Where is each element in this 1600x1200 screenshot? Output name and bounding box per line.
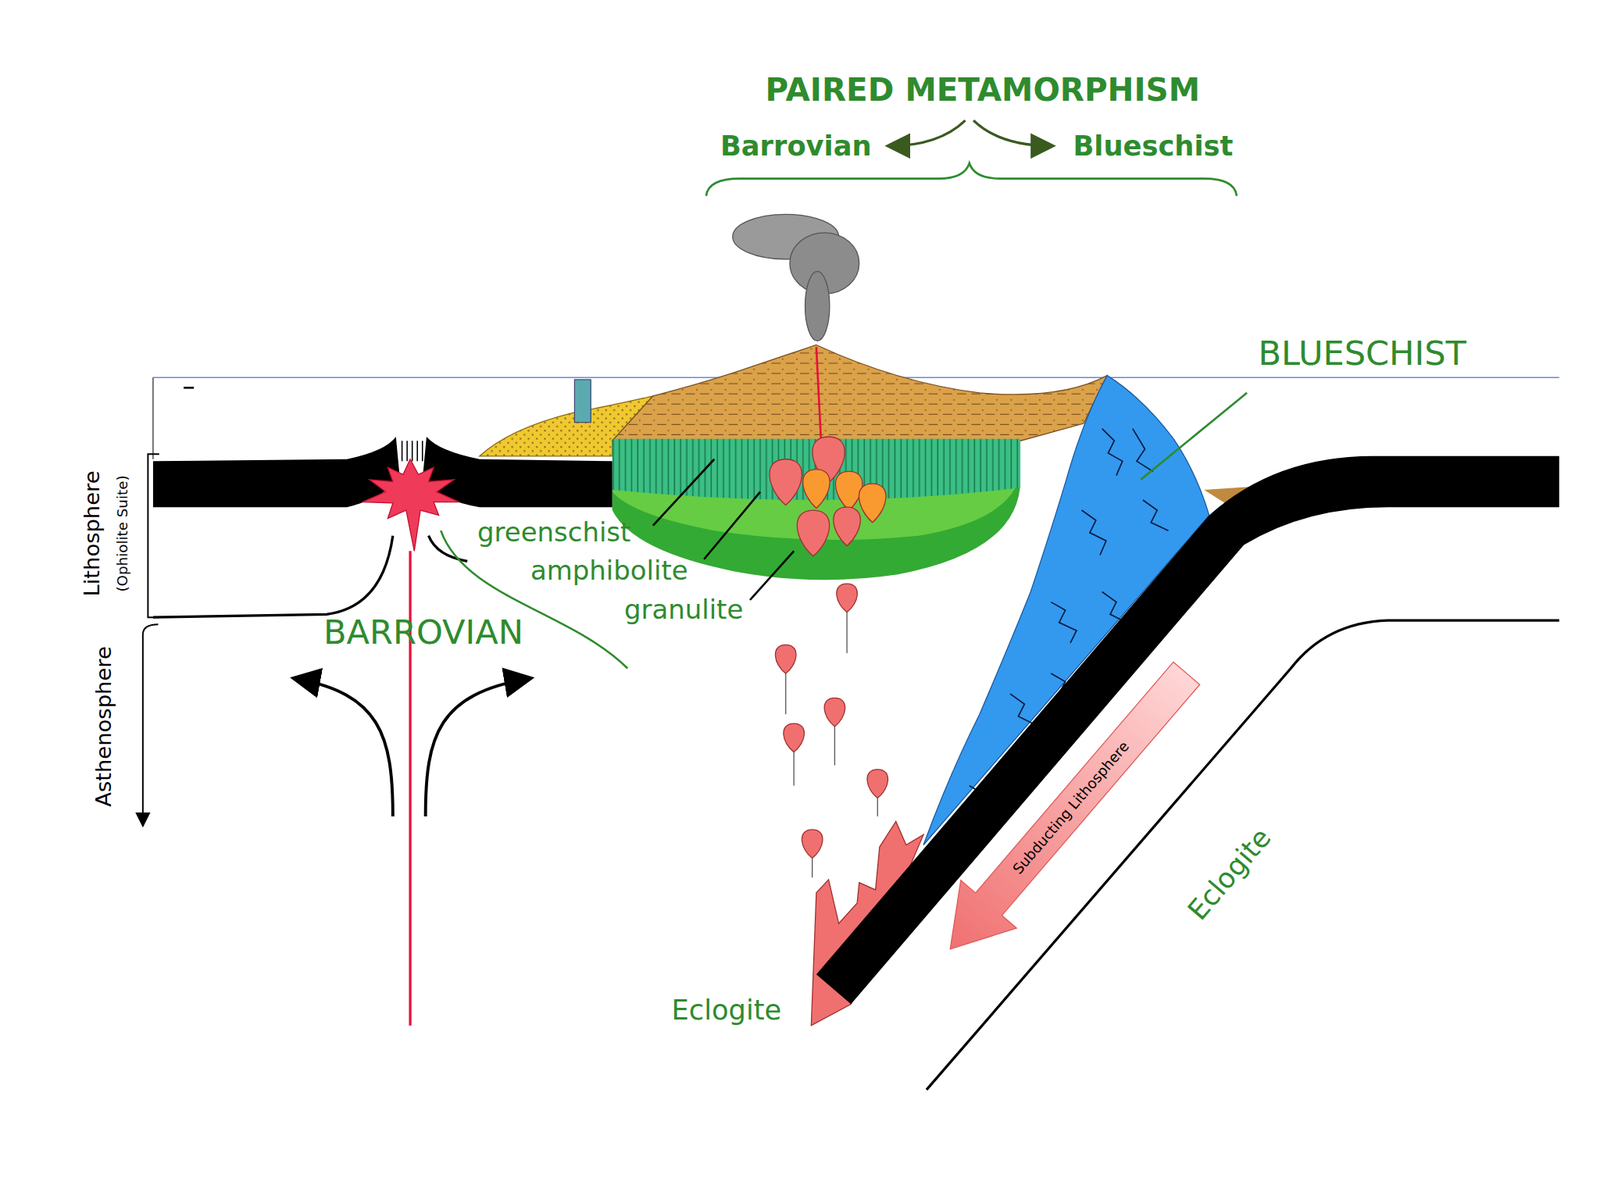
pluton xyxy=(769,459,802,506)
leader-line xyxy=(653,459,715,526)
dike xyxy=(421,440,424,461)
zone-label: BARROVIAN xyxy=(323,614,524,651)
dike xyxy=(406,440,408,461)
diapir-tail xyxy=(793,752,795,786)
slab-lithosphere-base xyxy=(926,620,1560,1090)
fold-squiggle xyxy=(1102,428,1123,476)
diapir-tail xyxy=(811,857,813,878)
subtitle-label: Blueschist xyxy=(1072,130,1233,161)
subducting-slab xyxy=(816,456,1560,1004)
diapir xyxy=(867,769,889,799)
asthenosphere-bracket xyxy=(142,624,159,825)
ash-plume xyxy=(732,214,860,341)
dike xyxy=(411,440,414,461)
diapir-tail xyxy=(877,797,879,817)
sheeted-dikes xyxy=(402,440,423,461)
facies-label: amphibolite xyxy=(530,557,689,586)
fold-squiggle xyxy=(1050,602,1077,643)
subduction-arrow xyxy=(922,649,1215,973)
plume-column xyxy=(805,271,830,341)
double-arrow-left xyxy=(889,120,966,147)
fold-squiggle xyxy=(1132,428,1154,472)
diapir xyxy=(824,697,846,727)
layer-label: Lithosphere xyxy=(79,470,104,597)
leader-line xyxy=(703,492,761,560)
brace xyxy=(706,163,1237,197)
fold-squiggle xyxy=(1081,510,1106,555)
layer-sublabel: (Ophiolite Suite) xyxy=(114,475,131,593)
diagram-title: PAIRED METAMORPHISM xyxy=(765,72,1200,108)
diapir-tail xyxy=(785,673,786,715)
pluton xyxy=(859,483,886,523)
arrow-label: Subducting Lithosphere xyxy=(1010,739,1133,879)
double-arrow-right xyxy=(973,120,1051,147)
diapir xyxy=(783,723,805,753)
facies-label: granulite xyxy=(624,595,743,625)
fold-squiggle xyxy=(1010,693,1035,725)
pluton xyxy=(796,510,829,557)
facies-label: Eclogite xyxy=(671,995,783,1026)
leader-line xyxy=(750,550,794,600)
lithosphere-base xyxy=(153,535,393,618)
zone-label: BLUESCHIST xyxy=(1257,335,1466,373)
lithosphere-bracket xyxy=(147,453,159,618)
diapir xyxy=(775,644,797,674)
pluton xyxy=(803,469,830,509)
oceanic-plate xyxy=(153,436,400,508)
subtitle-label: Barrovian xyxy=(720,130,872,161)
mantle-flow-arrow xyxy=(425,678,529,817)
facies-label: Eclogite xyxy=(1182,822,1277,926)
diapir xyxy=(801,829,823,859)
volcanic-conduit xyxy=(816,346,822,450)
pluton xyxy=(833,507,861,547)
lithosphere-base xyxy=(428,535,468,562)
leader-line xyxy=(1140,392,1247,480)
seamount-column xyxy=(574,379,591,423)
frame-line xyxy=(152,377,154,459)
diapir-tail xyxy=(846,612,847,654)
diapirs xyxy=(775,583,888,878)
tan-sediment xyxy=(612,344,1108,441)
mantle-flow-arrow xyxy=(296,678,393,817)
oceanic-plate xyxy=(422,436,613,508)
facies-label: greenschist xyxy=(477,517,631,547)
dike xyxy=(401,440,404,461)
dike xyxy=(416,440,418,461)
plutons xyxy=(769,436,886,557)
pluton xyxy=(835,471,862,511)
diapir xyxy=(836,583,858,613)
tick-mark xyxy=(183,386,194,390)
layer-label: Asthenosphere xyxy=(92,646,116,808)
diapir-tail xyxy=(834,726,836,766)
fold-squiggle xyxy=(1142,500,1169,531)
subduction-arrow-body xyxy=(922,649,1215,973)
